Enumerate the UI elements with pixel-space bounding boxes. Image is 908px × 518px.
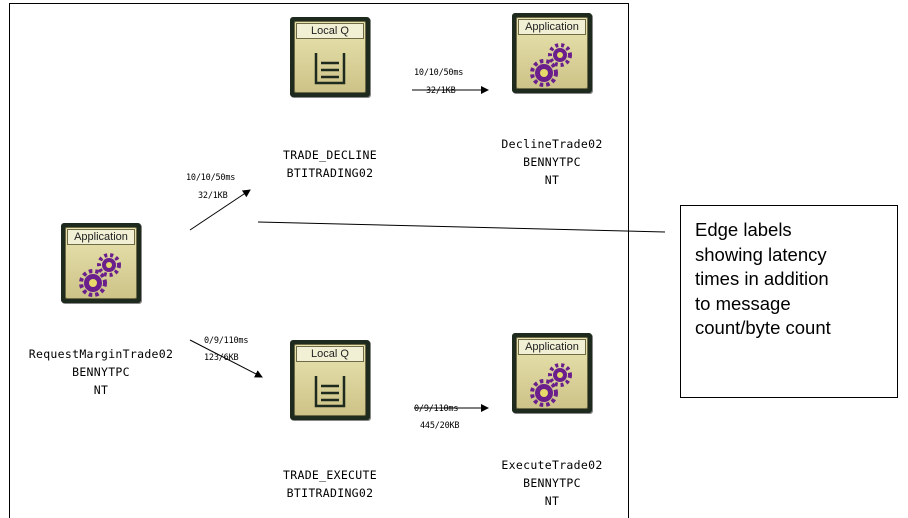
local-q-execute-caption: TRADE_EXECUTE BTITRADING02	[240, 466, 420, 502]
callout-box: Edge labels showing latency times in add…	[680, 205, 898, 398]
caption-line: BENNYTPC	[523, 155, 581, 169]
edge-label-execute-count: 123/6KB	[204, 353, 239, 363]
edge-label-decline-latency: 10/10/50ms	[414, 68, 464, 78]
queue-icon	[314, 376, 346, 408]
callout-line: showing latency	[695, 243, 827, 265]
caption-line: NT	[93, 383, 109, 397]
caption-line: BTITRADING02	[286, 486, 374, 500]
gears-icon	[530, 43, 572, 87]
app-decline-node[interactable]: Application	[512, 13, 592, 93]
caption-line: BENNYTPC	[72, 365, 130, 379]
callout-line: count/byte count	[695, 317, 831, 338]
diagram-panel	[9, 3, 629, 518]
app-execute-caption: ExecuteTrade02 BENNYTPC NT	[462, 456, 642, 510]
queue-icon	[314, 53, 346, 85]
edge-label-execapp-latency: 0/9/110ms	[414, 404, 459, 414]
local-q-execute-node[interactable]: Local Q	[290, 340, 370, 420]
callout-line: times in addition	[695, 268, 829, 289]
local-q-decline-node[interactable]: Local Q	[290, 17, 370, 97]
caption-line: DeclineTrade02	[501, 137, 603, 151]
caption-line: NT	[544, 173, 560, 187]
app-request-caption: RequestMarginTrade02 BENNYTPC NT	[11, 345, 191, 399]
callout-line: Edge labels	[695, 219, 792, 240]
caption-line: BTITRADING02	[286, 166, 374, 180]
app-request-node[interactable]: Application	[61, 223, 141, 303]
gears-icon	[530, 363, 572, 407]
edge-label-request-latency: 10/10/50ms	[186, 173, 236, 183]
caption-line: TRADE_EXECUTE	[283, 468, 377, 482]
caption-line: RequestMarginTrade02	[28, 347, 174, 361]
callout-line: to message	[695, 292, 791, 314]
app-execute-node[interactable]: Application	[512, 333, 592, 413]
gears-icon	[79, 253, 121, 297]
app-decline-caption: DeclineTrade02 BENNYTPC NT	[462, 135, 642, 189]
node-tag: Application	[67, 229, 135, 245]
edge-label-decline-count: 32/1KB	[426, 86, 456, 96]
node-tag: Local Q	[296, 346, 364, 362]
node-tag: Application	[518, 19, 586, 35]
edge-request-to-decline[interactable]	[189, 189, 251, 231]
caption-line: ExecuteTrade02	[501, 458, 603, 472]
edge-label-execute-latency: 0/9/110ms	[204, 336, 249, 346]
caption-line: NT	[544, 494, 560, 508]
caption-line: TRADE_DECLINE	[283, 148, 377, 162]
callout-leader-line	[257, 221, 666, 233]
node-tag: Application	[518, 339, 586, 355]
local-q-decline-caption: TRADE_DECLINE BTITRADING02	[240, 146, 420, 182]
edge-label-execapp-count: 445/20KB	[420, 421, 460, 431]
edge-label-request-count: 32/1KB	[198, 191, 228, 201]
edge-request-to-execute[interactable]	[189, 339, 263, 378]
caption-line: BENNYTPC	[523, 476, 581, 490]
node-tag: Local Q	[296, 23, 364, 39]
